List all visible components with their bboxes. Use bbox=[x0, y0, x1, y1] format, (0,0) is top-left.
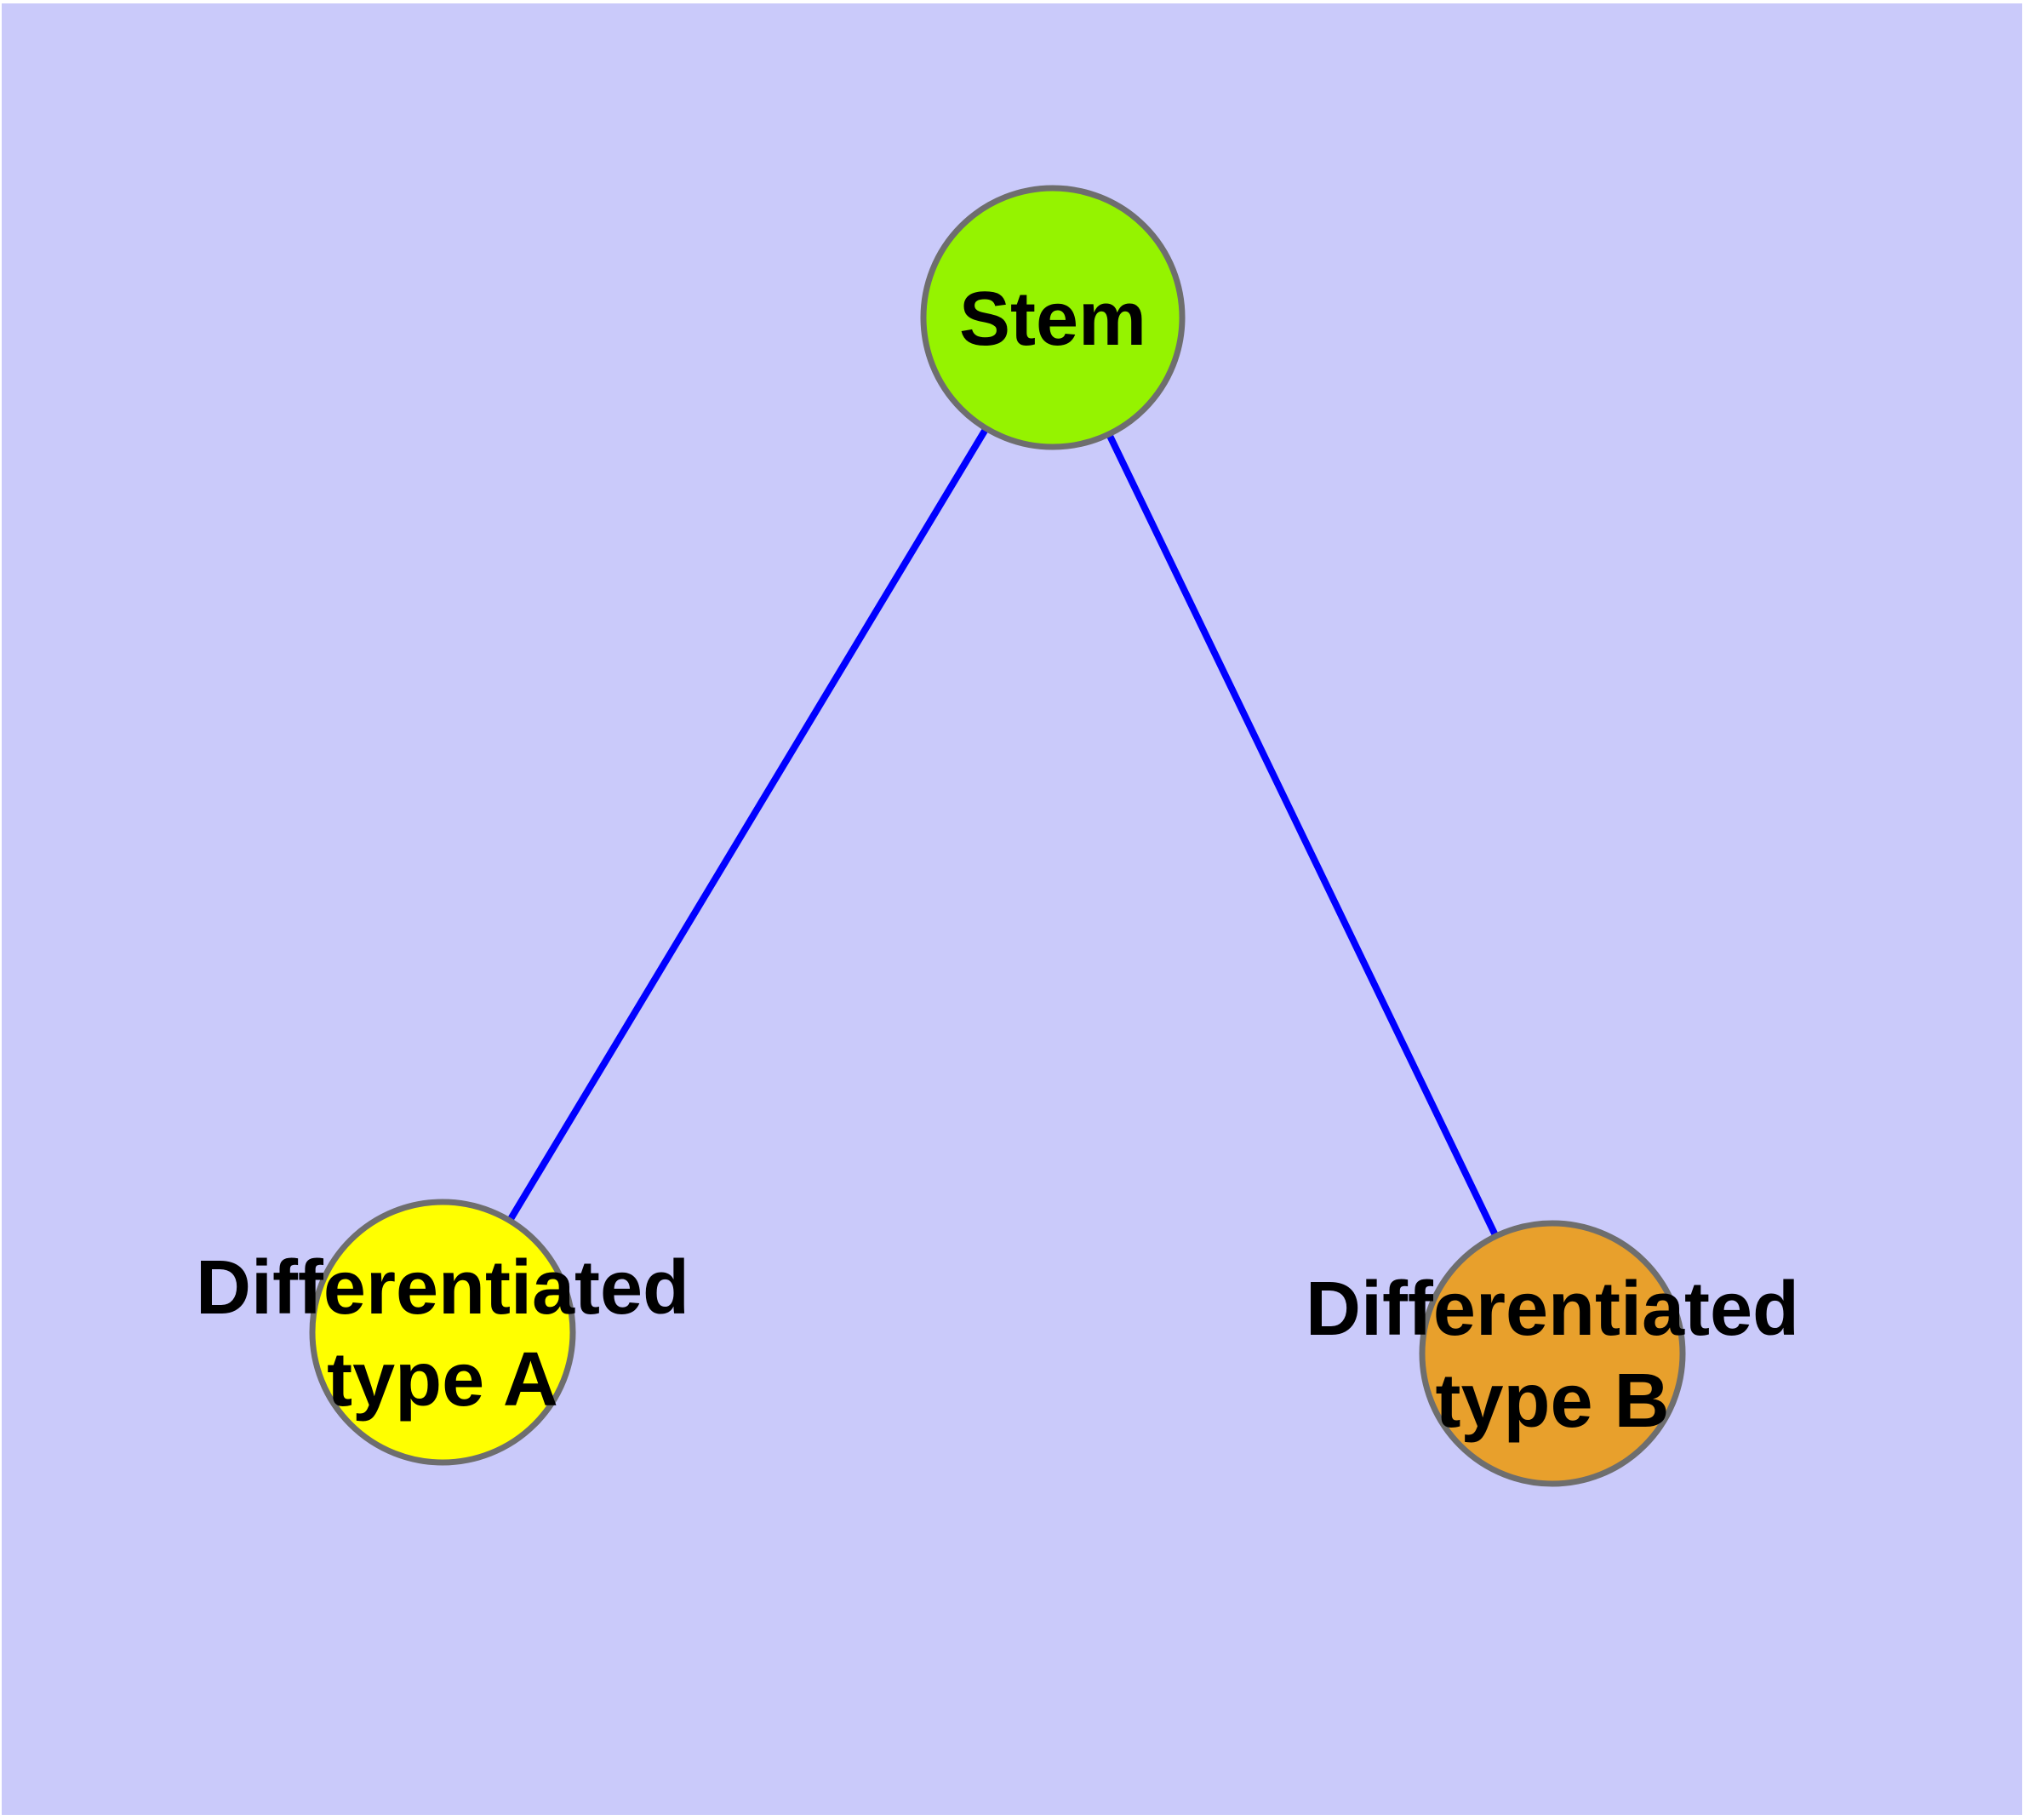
label-line: type A bbox=[327, 1337, 558, 1422]
edge-stem-to-type-b bbox=[1049, 316, 1556, 1355]
node-type-b-circle bbox=[1419, 1220, 1686, 1487]
node-stem-label: Stem bbox=[959, 277, 1146, 362]
node-type-a-circle bbox=[309, 1199, 576, 1466]
label-line: Differentiated bbox=[1306, 1267, 1799, 1352]
node-stem-circle bbox=[920, 185, 1186, 450]
label-line: Stem bbox=[959, 277, 1146, 362]
label-line: Differentiated bbox=[196, 1245, 689, 1331]
edge-stem-to-type-a bbox=[439, 315, 1056, 1335]
label-line: type B bbox=[1435, 1359, 1669, 1444]
